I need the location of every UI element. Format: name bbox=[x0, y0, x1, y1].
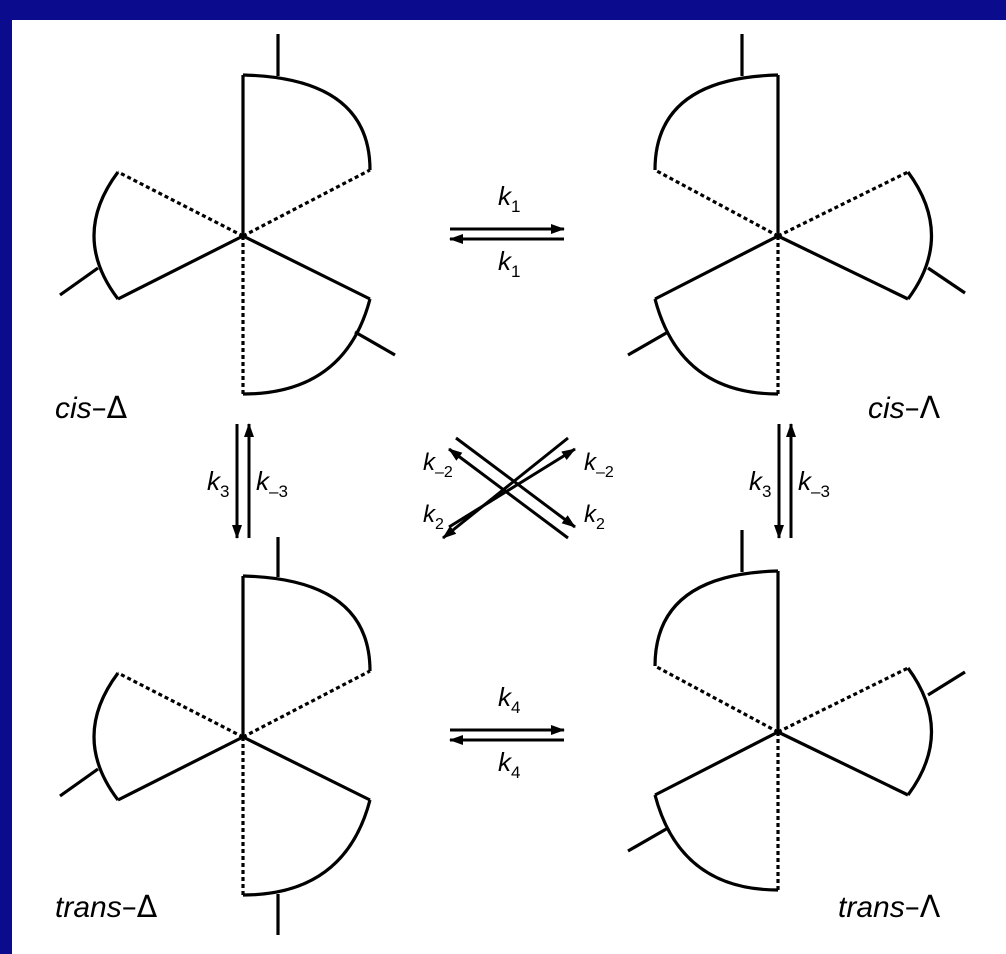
complex-trans-lambda bbox=[627, 530, 966, 892]
rate-km3-right: k–3 bbox=[798, 466, 830, 501]
arrow-km2-to-upper-left bbox=[448, 447, 569, 540]
rate-k2-lower-left: k2 bbox=[423, 501, 444, 533]
rate-k3-left: k3 bbox=[207, 466, 229, 501]
label-trans-delta: trans–Δ bbox=[55, 890, 158, 925]
label-cis-delta: cis–Δ bbox=[55, 391, 128, 426]
arrow-k2-to-lower-right bbox=[455, 436, 576, 529]
rate-k4-reverse: k4 bbox=[498, 747, 520, 782]
rate-k1-forward: k1 bbox=[498, 181, 520, 216]
rate-k3-right: k3 bbox=[749, 466, 771, 501]
rate-k2-lower-right: k2 bbox=[584, 501, 605, 533]
label-trans-lambda: trans–Λ bbox=[838, 890, 941, 925]
rate-k4-forward: k4 bbox=[498, 682, 520, 717]
label-cis-lambda: cis–Λ bbox=[868, 391, 941, 426]
complex-cis-lambda bbox=[627, 34, 966, 396]
rate-k1-reverse: k1 bbox=[498, 246, 520, 281]
arrow-km2-to-upper-right bbox=[448, 447, 576, 529]
rate-km2-upper-left: k–2 bbox=[423, 449, 453, 481]
complex-cis-delta bbox=[59, 34, 396, 396]
rate-km2-upper-right: k–2 bbox=[584, 449, 614, 481]
complex-trans-delta bbox=[59, 537, 372, 935]
rate-km3-left: k–3 bbox=[256, 466, 288, 501]
arrow-k2-to-lower-left bbox=[442, 436, 569, 540]
